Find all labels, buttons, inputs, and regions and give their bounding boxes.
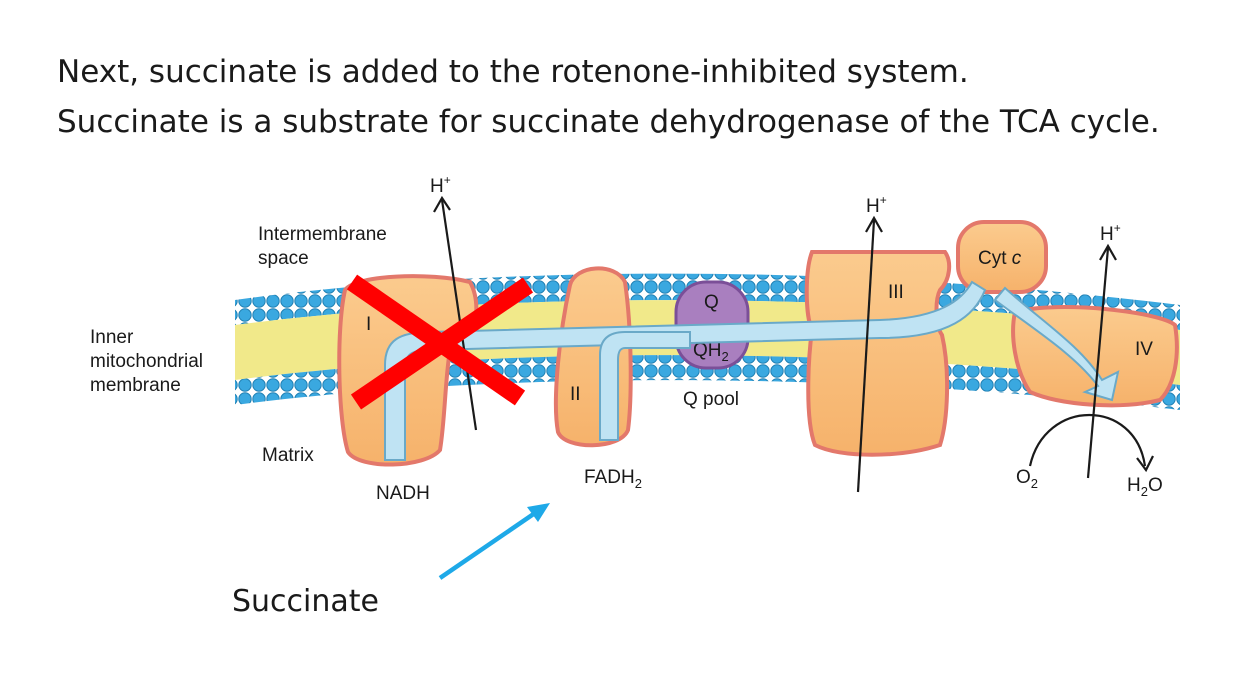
inner-membrane-label-2: mitochondrial — [90, 351, 203, 372]
inner-membrane-label-1: Inner — [90, 327, 134, 348]
hplus-label-2: H+ — [866, 193, 887, 217]
complex-iv-label: IV — [1135, 339, 1153, 360]
proton-arrows — [433, 195, 1154, 493]
qh2-label: QH2 — [693, 340, 729, 364]
q-pool-label: Q pool — [683, 389, 739, 410]
complex-iii-label: III — [888, 282, 904, 303]
complex-i-label: I — [366, 314, 371, 335]
inner-membrane-label-3: membrane — [90, 375, 181, 396]
complex-iii: III — [804, 250, 952, 457]
intermembrane-label-1: Intermembrane — [258, 224, 387, 245]
o2-label: O2 — [1016, 467, 1038, 491]
succinate-label: Succinate — [232, 584, 379, 619]
hplus-label-1: H+ — [430, 173, 451, 197]
complex-ii-label: II — [570, 384, 581, 405]
matrix-label: Matrix — [262, 445, 314, 466]
q-label: Q — [704, 292, 719, 313]
headline-line-1: Next, succinate is added to the rotenone… — [57, 54, 969, 90]
h2o-label: H2O — [1127, 475, 1163, 499]
hplus-label-3: H+ — [1100, 221, 1121, 245]
fadh2-label: FADH2 — [584, 467, 642, 491]
nadh-label: NADH — [376, 483, 430, 504]
complex-ii: II — [553, 266, 633, 448]
intermembrane-label-2: space — [258, 248, 309, 269]
inhibition-cross — [346, 274, 534, 410]
headline-line-2: Succinate is a substrate for succinate d… — [57, 104, 1160, 140]
cytc-label: Cyt c — [978, 248, 1022, 269]
succinate-arrow — [438, 503, 550, 580]
